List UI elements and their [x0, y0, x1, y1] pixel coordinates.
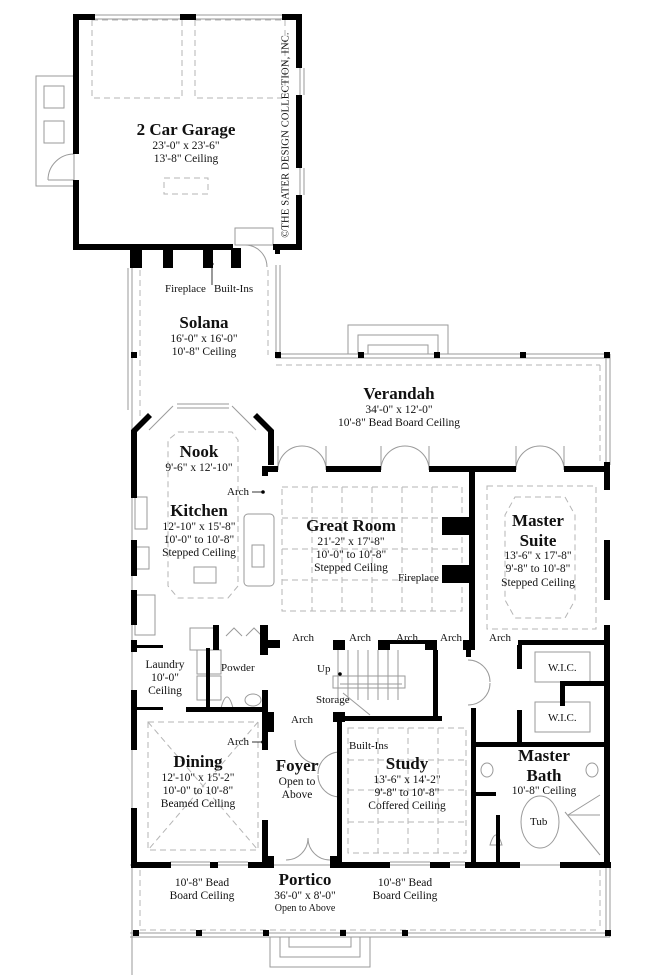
room-dims: 9'-6" x 12'-10" — [165, 461, 233, 474]
room-line1: Laundry — [145, 659, 185, 671]
room-ceiling-type: Beamed Ceiling — [160, 797, 236, 810]
room-title: Dining — [173, 752, 223, 771]
arch-label: Arch — [349, 632, 371, 644]
room-ceiling: 9'-8" to 10'-8" — [374, 786, 440, 799]
room-label-wic-2: W.I.C. — [548, 712, 577, 724]
room-ceiling: 10'-8" Ceiling — [511, 785, 577, 798]
room-ceiling: 13'-8" Ceiling — [153, 152, 219, 165]
solana-builtins-label: Built-Ins — [214, 283, 254, 295]
room-ceiling: 10'-8" Ceiling — [171, 345, 237, 358]
room-title: Foyer — [275, 756, 319, 775]
arch-label: Arch — [291, 714, 313, 726]
room-ceiling: 10'-0" to 10'-8" — [315, 548, 387, 561]
room-title: Kitchen — [170, 501, 228, 520]
room-label-garage: 2 Car Garage 23'-0" x 23'-6" 13'-8" Ceil… — [137, 120, 236, 166]
room-title: 2 Car Garage — [136, 120, 236, 139]
room-ceiling-type: Stepped Ceiling — [314, 561, 388, 574]
room-title: Study — [385, 754, 429, 773]
study-builtins-label: Built-Ins — [349, 740, 389, 752]
room-label-great-room: Great Room 21'-2" x 17'-8" 10'-0" to 10'… — [306, 516, 396, 575]
room-label-laundry: Laundry 10'-0" Ceiling — [146, 659, 185, 699]
room-dims: 21'-2" x 17'-8" — [317, 535, 385, 548]
room-ceiling: 9'-8" to 10'-8" — [505, 563, 571, 576]
room-dims: 23'-0" x 23'-6" — [152, 139, 220, 152]
room-title: Solana — [179, 313, 229, 332]
room-dims: 36'-0" x 8'-0" — [274, 889, 336, 902]
room-label-master-bath: Master Bath 10'-8" Ceiling — [512, 746, 577, 798]
stairs-up-label: Up — [317, 663, 331, 675]
room-line3: Ceiling — [148, 685, 182, 698]
room-line1: 10'-8" Bead — [174, 877, 230, 889]
arch-label: Arch — [227, 736, 249, 748]
arch-label: Arch — [227, 486, 249, 498]
room-title-line1: Master — [518, 746, 570, 765]
room-label-master-suite: Master Suite 13'-6" x 17'-8" 9'-8" to 10… — [501, 511, 575, 590]
room-label-dining: Dining 12'-10" x 15'-2" 10'-0" to 10'-8"… — [161, 752, 235, 811]
room-line2: Board Ceiling — [169, 890, 235, 903]
room-label-portico: Portico 36'-0" x 8'-0" Open to Above — [274, 870, 335, 914]
room-title: Nook — [179, 442, 219, 461]
room-dims: 12'-10" x 15'-8" — [162, 520, 236, 533]
room-line1: Open to — [278, 775, 316, 788]
room-title-line2: Bath — [526, 765, 562, 785]
room-dims: 16'-0" x 16'-0" — [170, 332, 238, 345]
room-note: Open to Above — [274, 902, 336, 914]
room-label-foyer: Foyer Open to Above — [276, 756, 318, 802]
room-label-kitchen: Kitchen 12'-10" x 15'-8" 10'-0" to 10'-8… — [162, 501, 236, 560]
room-dims: 34'-0" x 12'-0" — [365, 403, 433, 416]
storage-label: Storage — [316, 694, 350, 706]
room-label-powder: Powder — [221, 662, 255, 674]
room-title-line1: Master — [512, 511, 564, 530]
room-dims: 12'-10" x 15'-2" — [161, 771, 235, 784]
arch-label: Arch — [489, 632, 511, 644]
room-title: Great Room — [306, 516, 396, 535]
room-ceiling: 10'-0" to 10'-8" — [163, 533, 235, 546]
arch-label: Arch — [396, 632, 418, 644]
room-title-line2: Suite — [519, 530, 557, 550]
room-title: Verandah — [363, 384, 435, 403]
room-line2: 10'-0" — [151, 672, 179, 685]
room-label-solana: Solana 16'-0" x 16'-0" 10'-8" Ceiling — [170, 313, 237, 359]
room-label-verandah: Verandah 34'-0" x 12'-0" 10'-8" Bead Boa… — [338, 384, 460, 430]
room-label-study: Study 13'-6" x 14'-2" 9'-8" to 10'-8" Co… — [368, 754, 445, 813]
room-label-porch-left: 10'-8" Bead Board Ceiling — [170, 877, 235, 903]
room-ceiling-type: Coffered Ceiling — [368, 799, 446, 812]
room-line2: Board Ceiling — [372, 890, 438, 903]
room-label-porch-right: 10'-8" Bead Board Ceiling — [373, 877, 438, 903]
copyright-notice: ©THE SATER DESIGN COLLECTION, INC. — [280, 32, 292, 238]
solana-fireplace-label: Fireplace — [165, 283, 206, 295]
room-label-nook: Nook 9'-6" x 12'-10" — [165, 442, 232, 475]
room-ceiling-type: Stepped Ceiling — [162, 546, 236, 559]
room-ceiling: 10'-0" to 10'-8" — [162, 784, 234, 797]
room-line2: Above — [281, 788, 313, 801]
room-title: Portico — [278, 870, 332, 889]
room-ceiling-type: Stepped Ceiling — [501, 576, 575, 589]
arch-label: Arch — [440, 632, 462, 644]
room-label-wic-1: W.I.C. — [548, 662, 577, 674]
room-ceiling: 10'-8" Bead Board Ceiling — [337, 416, 461, 429]
great-room-fireplace-label: Fireplace — [398, 572, 439, 584]
room-line1: 10'-8" Bead — [377, 877, 433, 889]
room-dims: 13'-6" x 17'-8" — [504, 550, 572, 563]
arch-label: Arch — [292, 632, 314, 644]
room-dims: 13'-6" x 14'-2" — [373, 773, 441, 786]
tub-label: Tub — [530, 816, 548, 828]
